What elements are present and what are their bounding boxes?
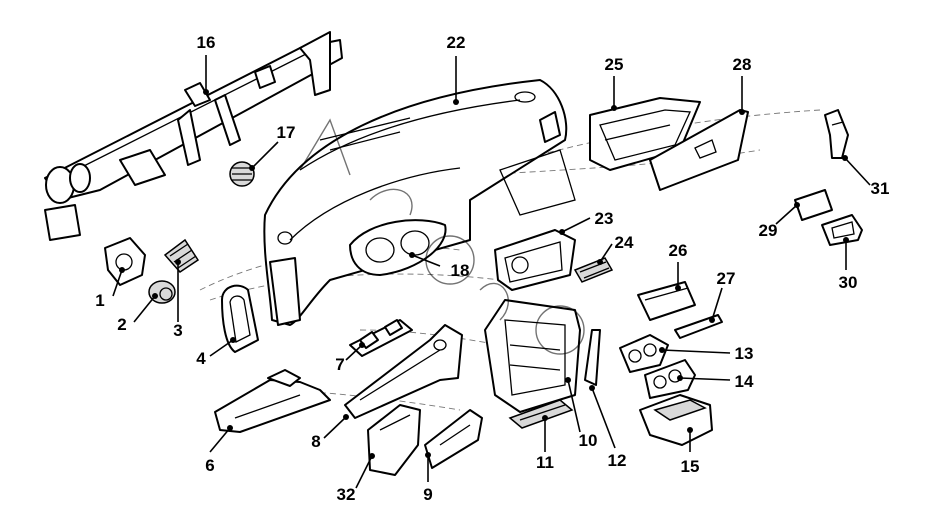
callout-29: 29 [759,221,778,240]
part-latch-bracket [824,109,849,159]
callout-24: 24 [615,233,634,252]
callout-22: 22 [447,33,466,52]
part-cross-car-beam [44,31,343,241]
callout-23: 23 [595,209,614,228]
part-bracket-small [349,319,413,357]
part-climate-control [619,334,669,373]
callout-11: 11 [536,453,554,472]
callout-15: 15 [681,457,700,476]
part-control-bezel [644,359,696,399]
part-support-bar [584,329,601,386]
part-glovebox-lid [649,109,749,191]
callout-1: 1 [95,291,104,310]
callout-17: 17 [277,123,296,142]
part-radio-bezel [494,229,576,291]
part-electronic-module [637,281,696,321]
part-lower-trim [424,409,483,469]
part-instrument-panel [263,79,576,326]
part-side-trim [221,284,259,353]
callout-18: 18 [451,261,470,280]
callout-10: 10 [579,431,598,450]
part-switch-block [821,214,863,246]
callout-32: 32 [337,485,356,504]
part-knee-bolster [367,404,421,476]
callout-12: 12 [608,451,627,470]
callout-4: 4 [196,349,206,368]
callout-28: 28 [733,55,752,74]
part-ashtray [508,399,574,429]
callout-6: 6 [205,456,214,475]
callout-13: 13 [735,344,754,363]
part-trim-strip [674,314,723,339]
callout-7: 7 [335,355,344,374]
part-lower-panel-left [214,369,331,433]
callout-26: 26 [669,241,688,260]
callout-9: 9 [423,485,432,504]
callout-labels: 1 2 3 4 6 7 8 9 10 11 12 13 14 15 16 17 … [95,33,889,504]
part-switch-pad [794,189,833,221]
callout-14: 14 [735,372,754,391]
callout-30: 30 [839,273,858,292]
callout-3: 3 [173,321,182,340]
callout-27: 27 [717,269,736,288]
part-knob [229,161,255,187]
callout-31: 31 [871,179,890,198]
part-vent-small [163,238,200,273]
part-switch-housing [104,237,146,286]
callout-2: 2 [117,315,126,334]
callout-8: 8 [311,432,320,451]
part-lower-panel [344,324,463,419]
callout-25: 25 [605,55,624,74]
callout-leaders [112,55,871,489]
callout-16: 16 [197,33,216,52]
part-storage-tray [639,394,713,446]
part-console-frame [484,299,581,413]
part-center-vent [573,257,614,283]
watermark [299,118,585,355]
